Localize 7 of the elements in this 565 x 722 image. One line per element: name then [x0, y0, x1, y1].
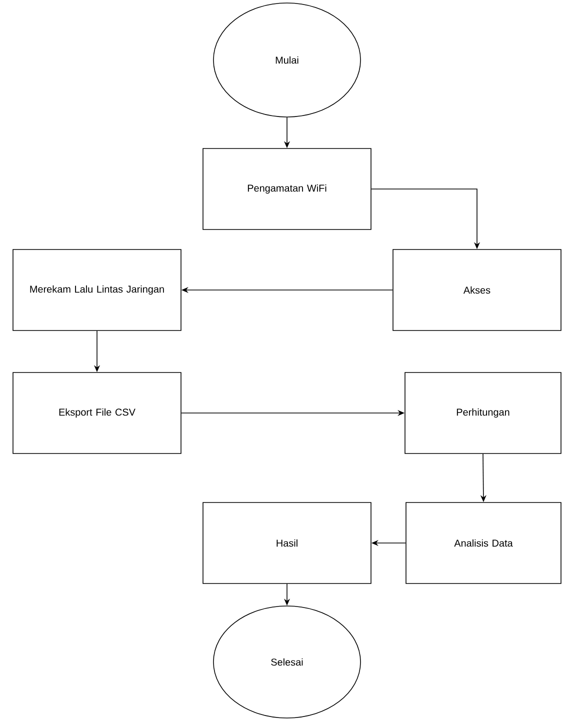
process-box: Akses	[392, 249, 562, 331]
process-box: Hasil	[202, 502, 372, 584]
process-box: Analisis Data	[406, 502, 562, 584]
process-box: Eksport File CSV	[12, 372, 182, 454]
process-box: Pengamatan WiFi	[202, 148, 372, 230]
process-box: Perhitungan	[404, 372, 562, 454]
process-box: Merekam Lalu Lintas Jaringan	[12, 249, 182, 331]
